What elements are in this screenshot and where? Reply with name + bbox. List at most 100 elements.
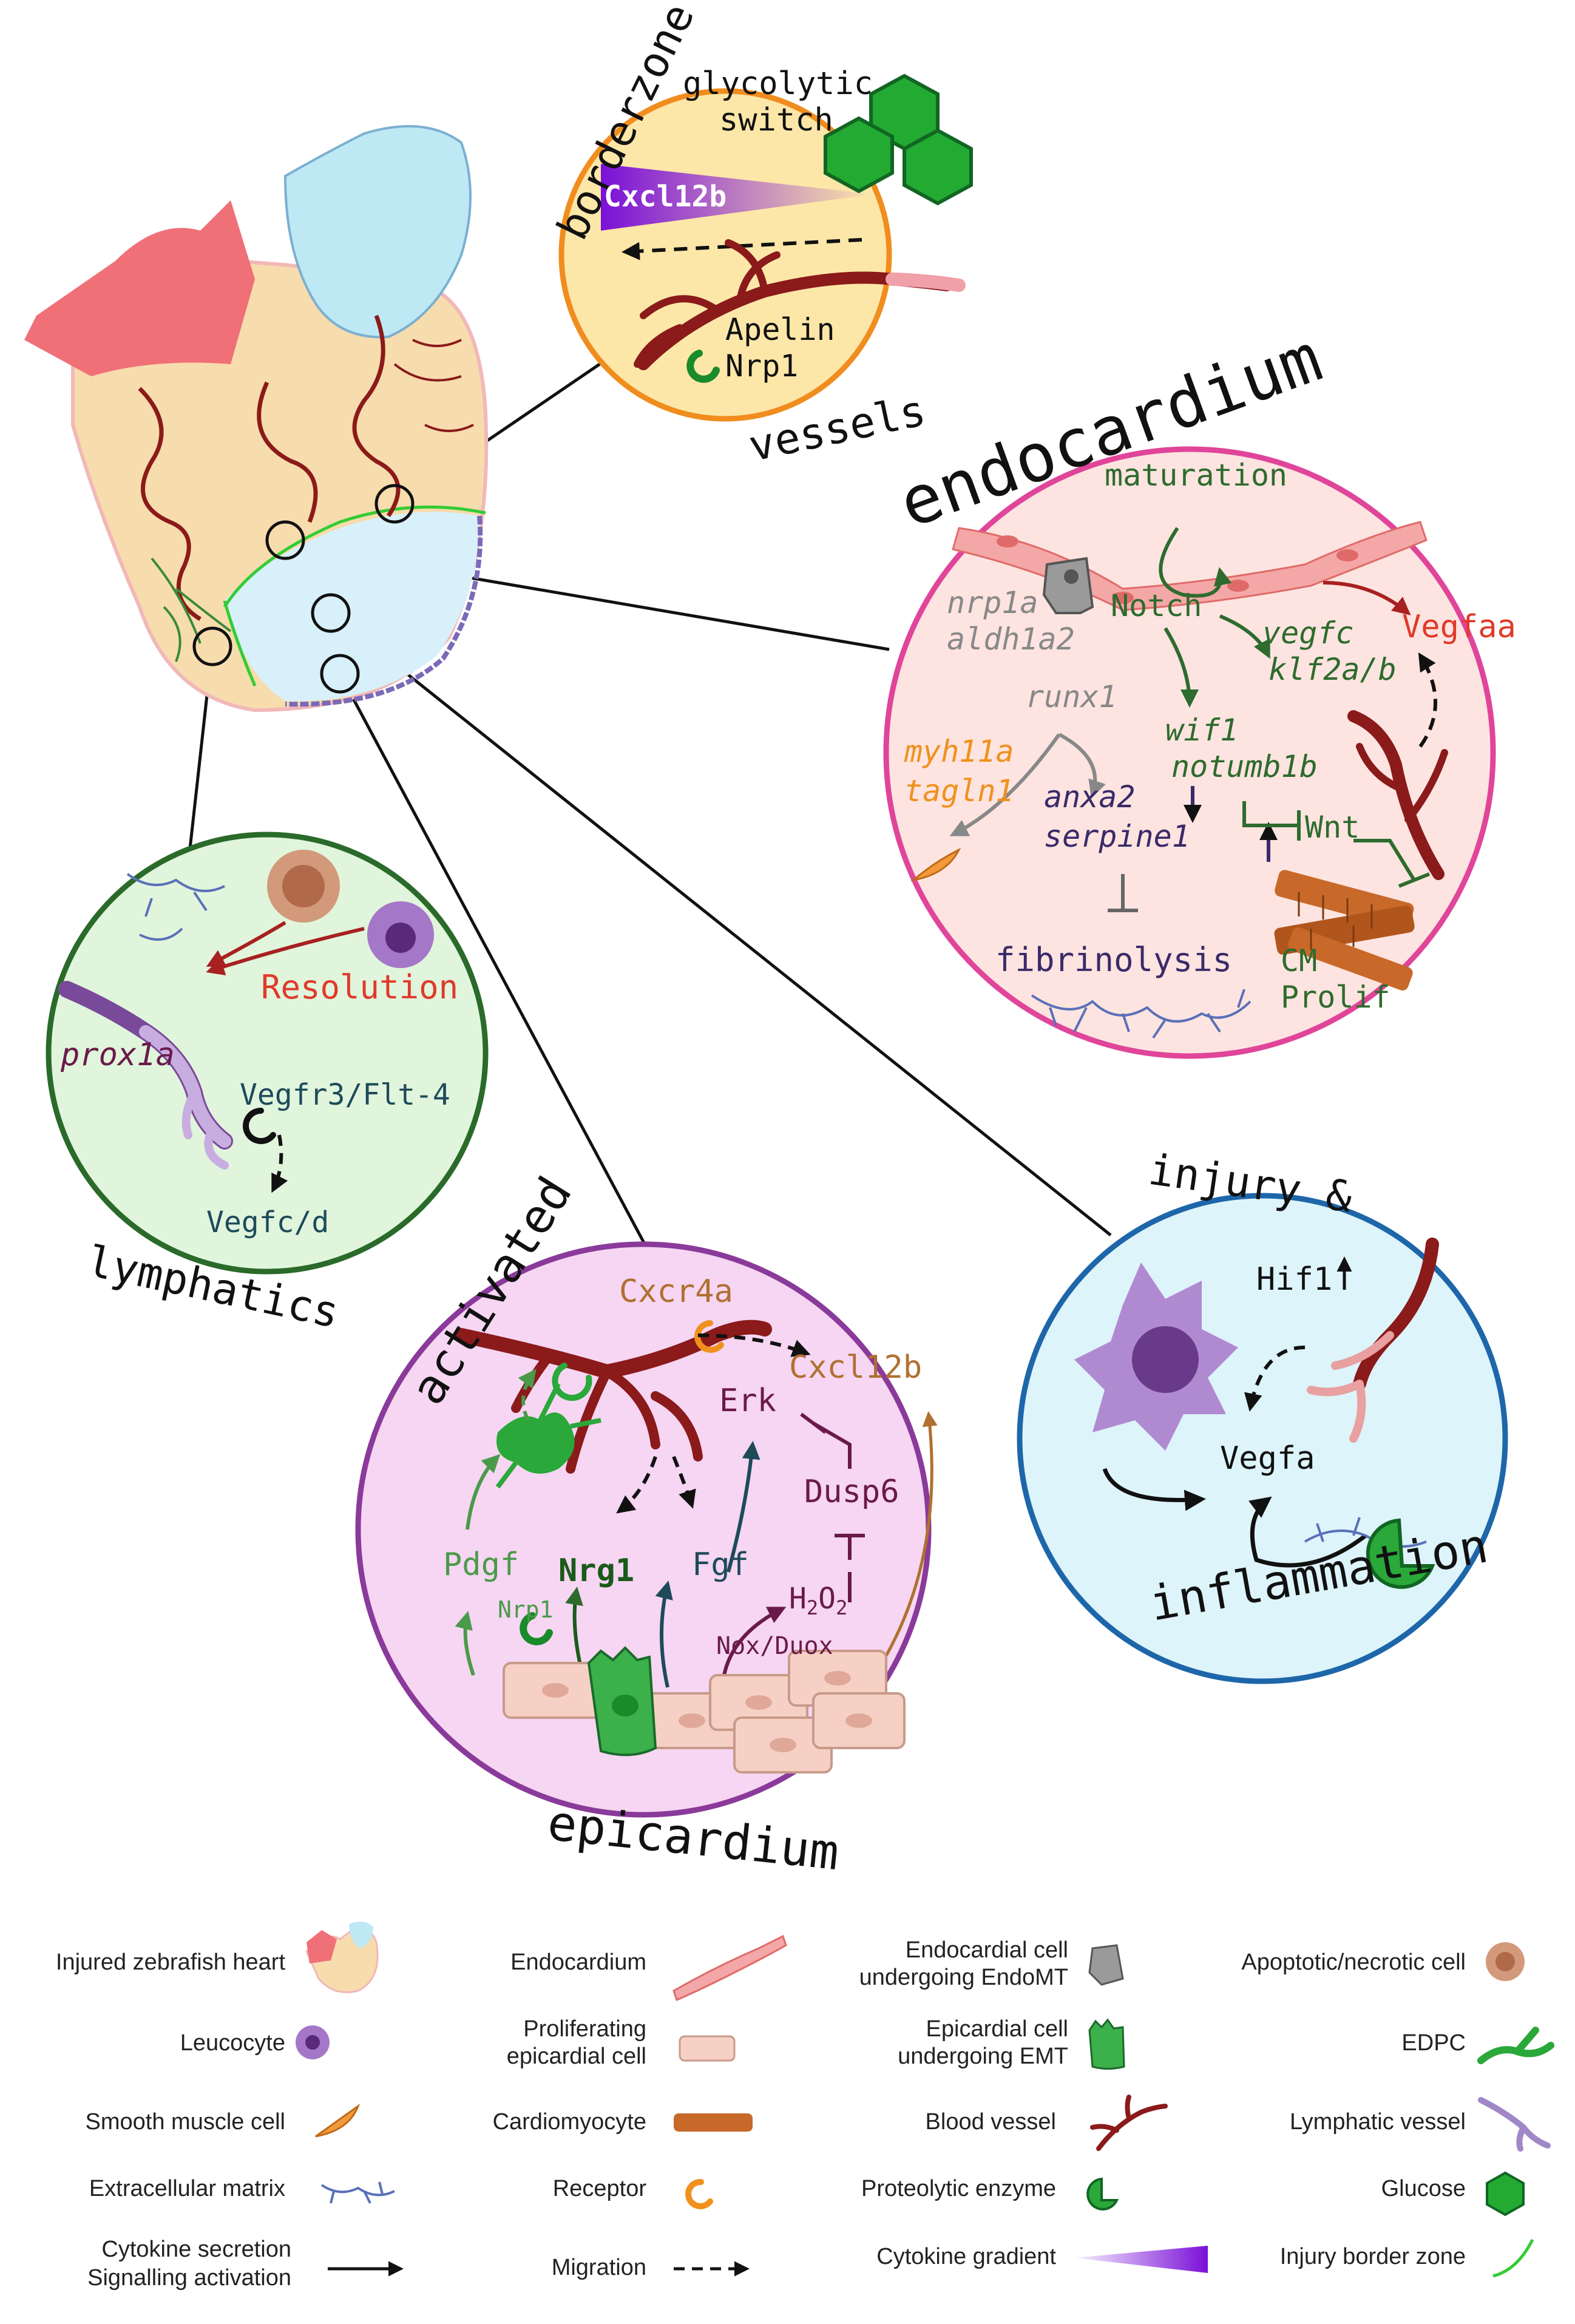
- legend-endocardium: Endocardium: [510, 1950, 646, 1975]
- notumb1b-label: notumb1b: [1171, 749, 1318, 784]
- legend-gradient: Cytokine gradient: [876, 2244, 1056, 2269]
- legend-apoptotic: Apoptotic/necrotic cell: [1241, 1950, 1466, 1975]
- legend-lymphatic-vessel: Lymphatic vessel: [1290, 2109, 1466, 2135]
- legend-endocardium-icon: [672, 1934, 787, 2002]
- legend-smooth-muscle: Smooth muscle cell: [86, 2109, 285, 2135]
- vegfa-label: Vegfa: [1220, 1440, 1315, 1477]
- legend-emt-2: undergoing EMT: [898, 2044, 1068, 2069]
- legend-migration: Migration: [552, 2255, 646, 2280]
- notch-label: Notch: [1111, 588, 1202, 623]
- legend-receptor: Receptor: [553, 2176, 647, 2201]
- nox-label: Nox/Duox: [716, 1632, 833, 1660]
- glucose-icon: [903, 128, 973, 206]
- cytokine-gradient: [601, 164, 874, 231]
- proteolytic-enzyme-icon: [1366, 1518, 1435, 1589]
- wif1-label: wif1: [1165, 713, 1238, 748]
- glycolytic-label: glycolytic: [683, 66, 873, 102]
- runx1-label: runx1: [1026, 679, 1117, 714]
- legend-injured-heart: Injured zebrafish heart: [56, 1950, 286, 1975]
- bulbus-arteriosus: [283, 125, 472, 339]
- legend: Injured zebrafish heart Endocardium Endo…: [56, 1922, 1554, 2291]
- injury-panel: [1017, 1193, 1508, 1684]
- nrg1-label: Nrg1: [558, 1553, 634, 1589]
- borderzone-panel: [558, 73, 973, 422]
- tagln1-label: tagln1: [904, 773, 1014, 808]
- nrp1-label: Nrp1: [725, 348, 798, 384]
- vegfr3-label: Vegfr3/Flt-4: [240, 1078, 450, 1112]
- legend-blood-vessel: Blood vessel: [926, 2109, 1056, 2135]
- fibrinolysis-label: fibrinolysis: [995, 941, 1232, 979]
- switch-label: switch: [719, 102, 833, 138]
- legend-heart-icon: [305, 1922, 379, 1993]
- legend-gradient-icon: [1074, 2246, 1208, 2273]
- cardiomyocyte-icon: [1274, 870, 1415, 991]
- legend-emt-1: Epicardial cell: [926, 2016, 1068, 2042]
- legend-cardiomyocyte: Cardiomyocyte: [493, 2109, 646, 2135]
- legend-glucose: Glucose: [1381, 2176, 1466, 2201]
- legend-endomt-1: Endocardial cell: [906, 1937, 1068, 1963]
- legend-smooth-muscle-icon: [315, 2103, 361, 2138]
- legend-border-zone-icon: [1492, 2238, 1534, 2278]
- cxcr4a-label: Cxcr4a: [619, 1273, 733, 1310]
- anxa2-label: anxa2: [1044, 779, 1136, 815]
- legend-edpc-icon: [1477, 2027, 1554, 2064]
- cxcl12b-gradient-label: Cxcl12b: [604, 180, 727, 214]
- maturation-label: maturation: [1105, 458, 1287, 493]
- nrp1-epi-label: Nrp1: [498, 1596, 554, 1623]
- receptor-icon: [694, 1320, 724, 1353]
- legend-proteolytic-icon: [1086, 2177, 1119, 2211]
- endomt-cell-icon: [1042, 557, 1094, 614]
- legend-border-zone: Injury border zone: [1280, 2244, 1466, 2269]
- prox1a-label: prox1a: [60, 1037, 175, 1073]
- proteolytic-enzyme-icon: [686, 350, 720, 383]
- legend-lymphatic-vessel-icon: [1478, 2097, 1551, 2152]
- proteolytic-enzyme-icon: [520, 1612, 553, 1645]
- hif1-label: Hif1: [1256, 1261, 1332, 1298]
- endocardium-panel: [883, 446, 1496, 1059]
- legend-prolif-epi-1: Proliferating: [523, 2016, 646, 2042]
- legend-prolif-epi-icon: [679, 2035, 736, 2062]
- legend-receptor-icon: [685, 2179, 713, 2209]
- cxcl12b-label: Cxcl12b: [789, 1349, 922, 1386]
- legend-cytokine-2: Signalling activation: [87, 2265, 291, 2291]
- aldh1a2-label: aldh1a2: [947, 622, 1075, 657]
- legend-blood-vessel-icon: [1090, 2095, 1168, 2151]
- legend-prolif-epi-2: epicardial cell: [507, 2044, 646, 2069]
- legend-ecm: Extracellular matrix: [89, 2176, 285, 2201]
- legend-leucocyte: Leucocyte: [180, 2030, 285, 2056]
- legend-proteolytic: Proteolytic enzyme: [861, 2176, 1056, 2201]
- legend-ecm-icon: [320, 2181, 395, 2204]
- klf2-label: klf2a/b: [1268, 652, 1397, 687]
- resolution-label: Resolution: [261, 968, 458, 1006]
- legend-cardiomyocyte-icon: [674, 2113, 753, 2132]
- vegfaa-label: Vegfaa: [1402, 609, 1516, 645]
- apelin-label: Apelin: [725, 312, 835, 347]
- fgf-label: Fgf: [692, 1547, 749, 1583]
- myh11a-label: myh11a: [904, 734, 1014, 769]
- emt-cell-icon: [587, 1646, 657, 1757]
- erk-label: Erk: [719, 1383, 776, 1419]
- leucocyte-icon: [1074, 1262, 1238, 1451]
- wnt-label: Wnt: [1305, 810, 1360, 845]
- epicardium-panel: [355, 1241, 938, 1818]
- legend-edpc: EDPC: [1401, 2030, 1466, 2056]
- heart-illustration: [24, 125, 489, 713]
- glucose-icon: [824, 116, 894, 194]
- edpc-icon: [495, 1383, 601, 1489]
- prolif-label: Prolif: [1281, 980, 1390, 1015]
- legend-endomt-2: undergoing EndoMT: [859, 1965, 1068, 1990]
- serpine1-label: serpine1: [1044, 819, 1190, 854]
- legend-endomt-icon: [1088, 1944, 1124, 1986]
- vegfcd-label: Vegfc/d: [206, 1205, 329, 1239]
- extracellular-matrix-icon: [1031, 989, 1252, 1039]
- legend-cytokine-1: Cytokine secretion: [101, 2237, 291, 2262]
- legend-emt-icon: [1088, 2018, 1125, 2070]
- leucocyte-icon: [367, 901, 434, 968]
- atrium: [24, 200, 255, 376]
- nrp1a-label: nrp1a: [947, 585, 1038, 620]
- cm-label: CM: [1281, 943, 1317, 978]
- smooth-muscle-cell-icon: [910, 847, 961, 882]
- pdgf-label: Pdgf: [443, 1547, 519, 1583]
- lymphatics-panel: [46, 832, 489, 1275]
- legend-glucose-icon: [1486, 2171, 1525, 2217]
